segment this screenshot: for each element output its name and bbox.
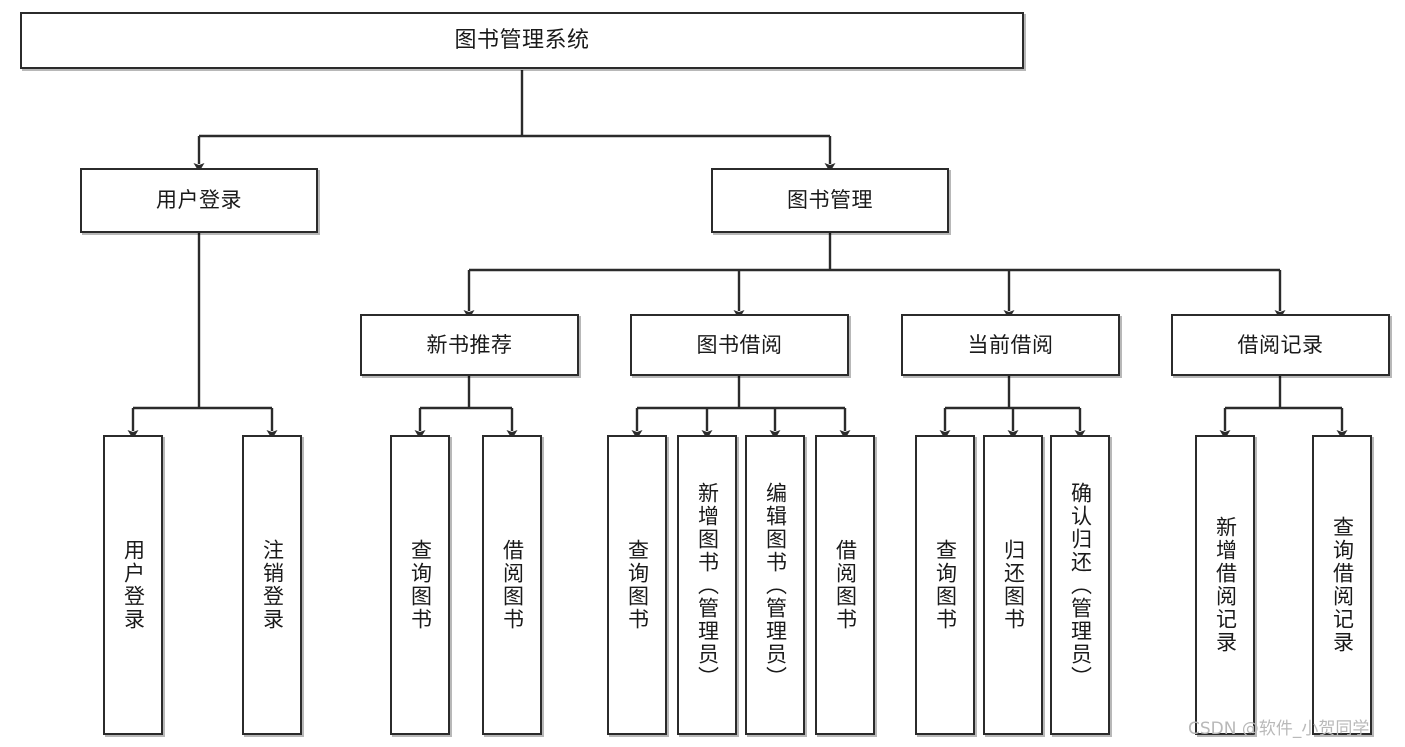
leaf-current-query-book[interactable]: 查询图书 <box>915 435 975 735</box>
node-current-borrow[interactable]: 当前借阅 <box>901 314 1120 376</box>
node-label: 用户登录 <box>156 188 242 213</box>
node-book-borrow[interactable]: 图书借阅 <box>630 314 849 376</box>
node-label: 查询借阅记录 <box>1330 516 1355 654</box>
leaf-user-login-login[interactable]: 用户登录 <box>103 435 163 735</box>
leaf-recommend-borrow-book[interactable]: 借阅图书 <box>482 435 542 735</box>
node-borrow-record[interactable]: 借阅记录 <box>1171 314 1390 376</box>
node-label: 查询图书 <box>625 539 650 631</box>
node-label: 新增借阅记录 <box>1213 516 1238 654</box>
node-label: 图书管理系统 <box>454 27 590 53</box>
node-user-login[interactable]: 用户登录 <box>80 168 318 233</box>
node-label: 编辑图书（管理员） <box>763 481 788 689</box>
node-new-book-recommend[interactable]: 新书推荐 <box>360 314 579 376</box>
leaf-recommend-query-book[interactable]: 查询图书 <box>390 435 450 735</box>
node-label: 借阅图书 <box>833 539 858 631</box>
leaf-record-query-record[interactable]: 查询借阅记录 <box>1312 435 1372 735</box>
node-label: 当前借阅 <box>967 332 1054 357</box>
node-label: 借阅记录 <box>1237 332 1324 357</box>
node-book-management[interactable]: 图书管理 <box>711 168 949 233</box>
leaf-borrow-edit-book-admin[interactable]: 编辑图书（管理员） <box>745 435 805 735</box>
node-label: 图书管理 <box>787 188 873 213</box>
leaf-user-login-logout[interactable]: 注销登录 <box>242 435 302 735</box>
node-label: 确认归还（管理员） <box>1068 481 1093 689</box>
node-label: 图书借阅 <box>696 332 783 357</box>
node-root-system[interactable]: 图书管理系统 <box>20 12 1024 69</box>
node-label: 用户登录 <box>121 539 146 631</box>
node-label: 借阅图书 <box>500 539 525 631</box>
leaf-current-confirm-return-admin[interactable]: 确认归还（管理员） <box>1050 435 1110 735</box>
leaf-borrow-borrow-book[interactable]: 借阅图书 <box>815 435 875 735</box>
node-label: 归还图书 <box>1001 539 1026 631</box>
node-label: 注销登录 <box>260 539 285 631</box>
leaf-current-return-book[interactable]: 归还图书 <box>983 435 1043 735</box>
leaf-borrow-add-book-admin[interactable]: 新增图书（管理员） <box>677 435 737 735</box>
node-label: 查询图书 <box>933 539 958 631</box>
node-label: 新增图书（管理员） <box>695 481 720 689</box>
leaf-record-add-record[interactable]: 新增借阅记录 <box>1195 435 1255 735</box>
node-label: 查询图书 <box>408 539 433 631</box>
csdn-watermark: CSDN @软件_小贺同学 <box>1188 719 1370 739</box>
leaf-borrow-query-book[interactable]: 查询图书 <box>607 435 667 735</box>
node-label: 新书推荐 <box>426 332 513 357</box>
